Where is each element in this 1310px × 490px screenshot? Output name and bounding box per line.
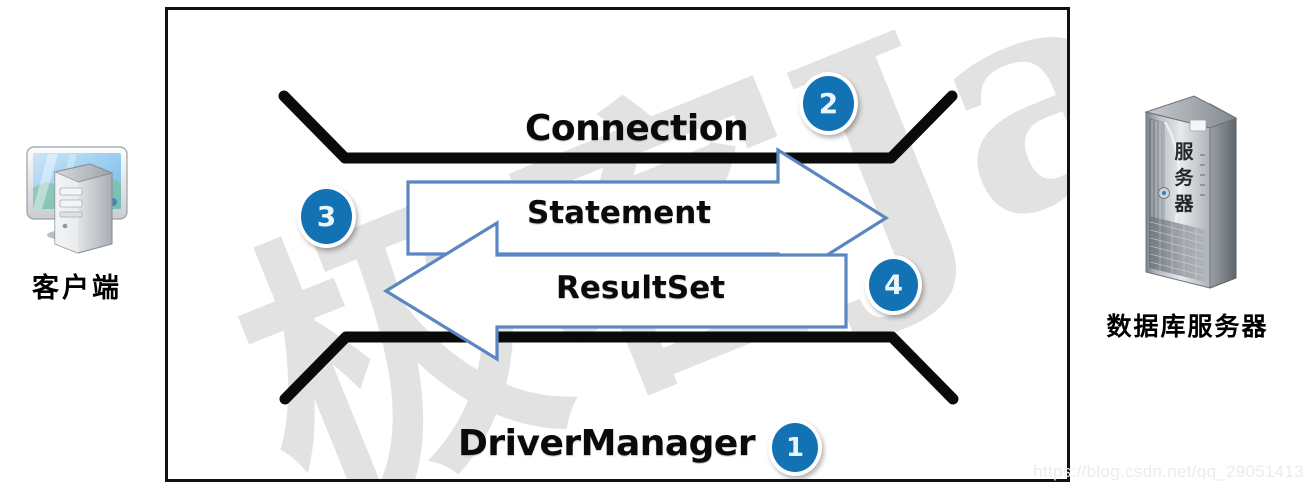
svg-text:器: 器 <box>1173 193 1194 215</box>
step-badge-4: 4 <box>865 255 922 315</box>
label-statement: Statement <box>527 195 712 231</box>
svg-text:服: 服 <box>1174 141 1194 163</box>
drivermanager-funnel-line <box>279 331 959 405</box>
label-resultset: ResultSet <box>556 270 726 306</box>
resultset-arrow <box>382 220 848 362</box>
step-badge-3: 3 <box>297 185 356 248</box>
client-block: 客户端 <box>2 140 152 305</box>
diagram-frame: 极客Java Connection Statemen <box>165 7 1070 482</box>
server-block: 服 务 器 <box>1080 92 1295 343</box>
desktop-computer-icon <box>26 146 128 254</box>
svg-text:务: 务 <box>1174 166 1194 189</box>
csdn-watermark: https://blog.csdn.net/qq_29051413 <box>1033 462 1304 481</box>
client-caption: 客户端 <box>32 273 122 304</box>
jdbc-flow-svg <box>278 90 959 405</box>
label-drivermanager: DriverManager <box>458 423 756 464</box>
connection-funnel-line <box>278 90 958 164</box>
step-badge-1: 1 <box>768 419 822 476</box>
label-connection: Connection <box>525 108 749 149</box>
step-badge-2: 2 <box>799 72 858 135</box>
server-tower-icon: 服 务 器 <box>1143 95 1237 289</box>
server-caption: 数据库服务器 <box>1106 312 1269 341</box>
